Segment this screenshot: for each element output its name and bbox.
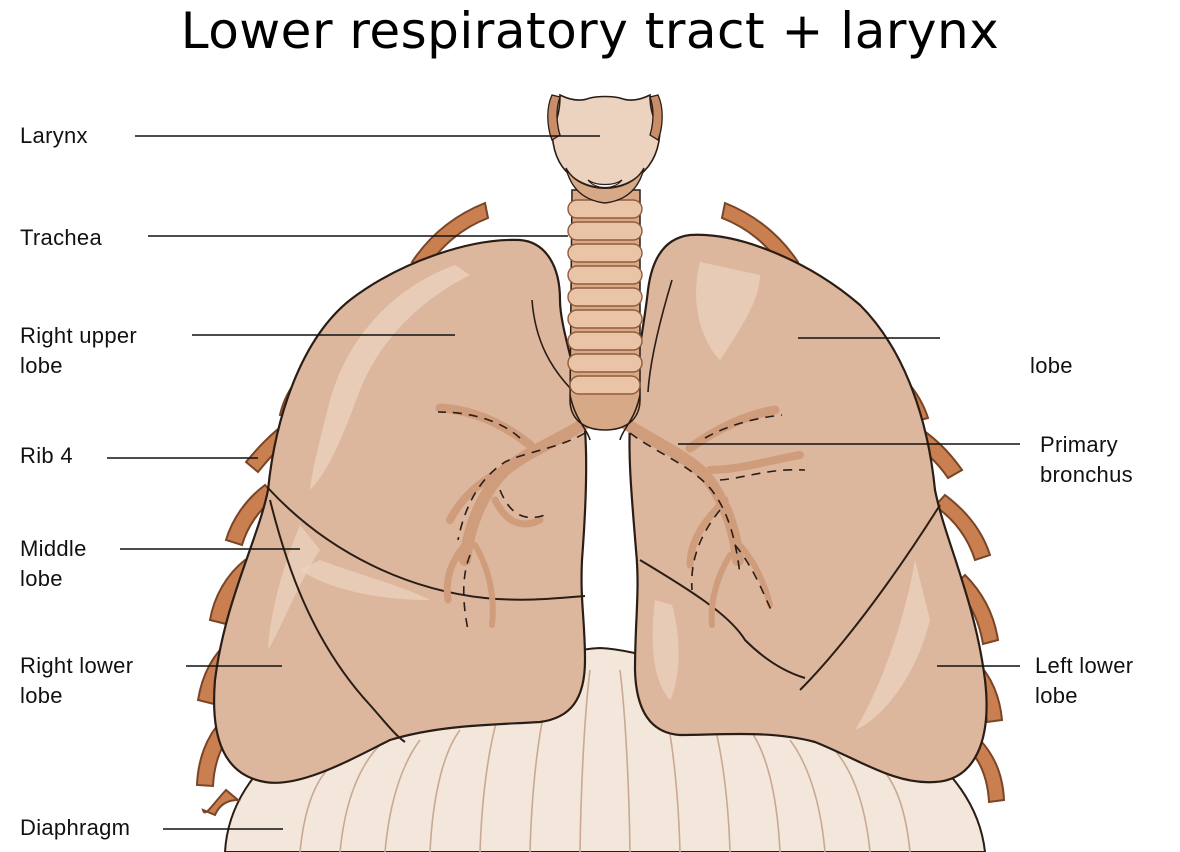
right-lung xyxy=(214,240,586,783)
left-lung xyxy=(629,235,986,782)
label-right-lower-lobe: Right lower lobe xyxy=(20,651,133,711)
label-left-lower-lobe: Left lower lobe xyxy=(1035,651,1133,711)
label-right-upper-lobe: Right upper lobe xyxy=(20,321,137,381)
trachea xyxy=(568,190,642,440)
label-trachea: Trachea xyxy=(20,223,102,253)
label-larynx: Larynx xyxy=(20,121,88,151)
label-left-upper-lobe: lobe xyxy=(1030,351,1073,381)
label-rib-4: Rib 4 xyxy=(20,441,73,471)
label-middle-lobe: Middle lobe xyxy=(20,534,87,594)
label-primary-bronchus: Primary bronchus xyxy=(1040,430,1133,490)
label-diaphragm: Diaphragm xyxy=(20,813,130,843)
larynx xyxy=(548,95,662,203)
